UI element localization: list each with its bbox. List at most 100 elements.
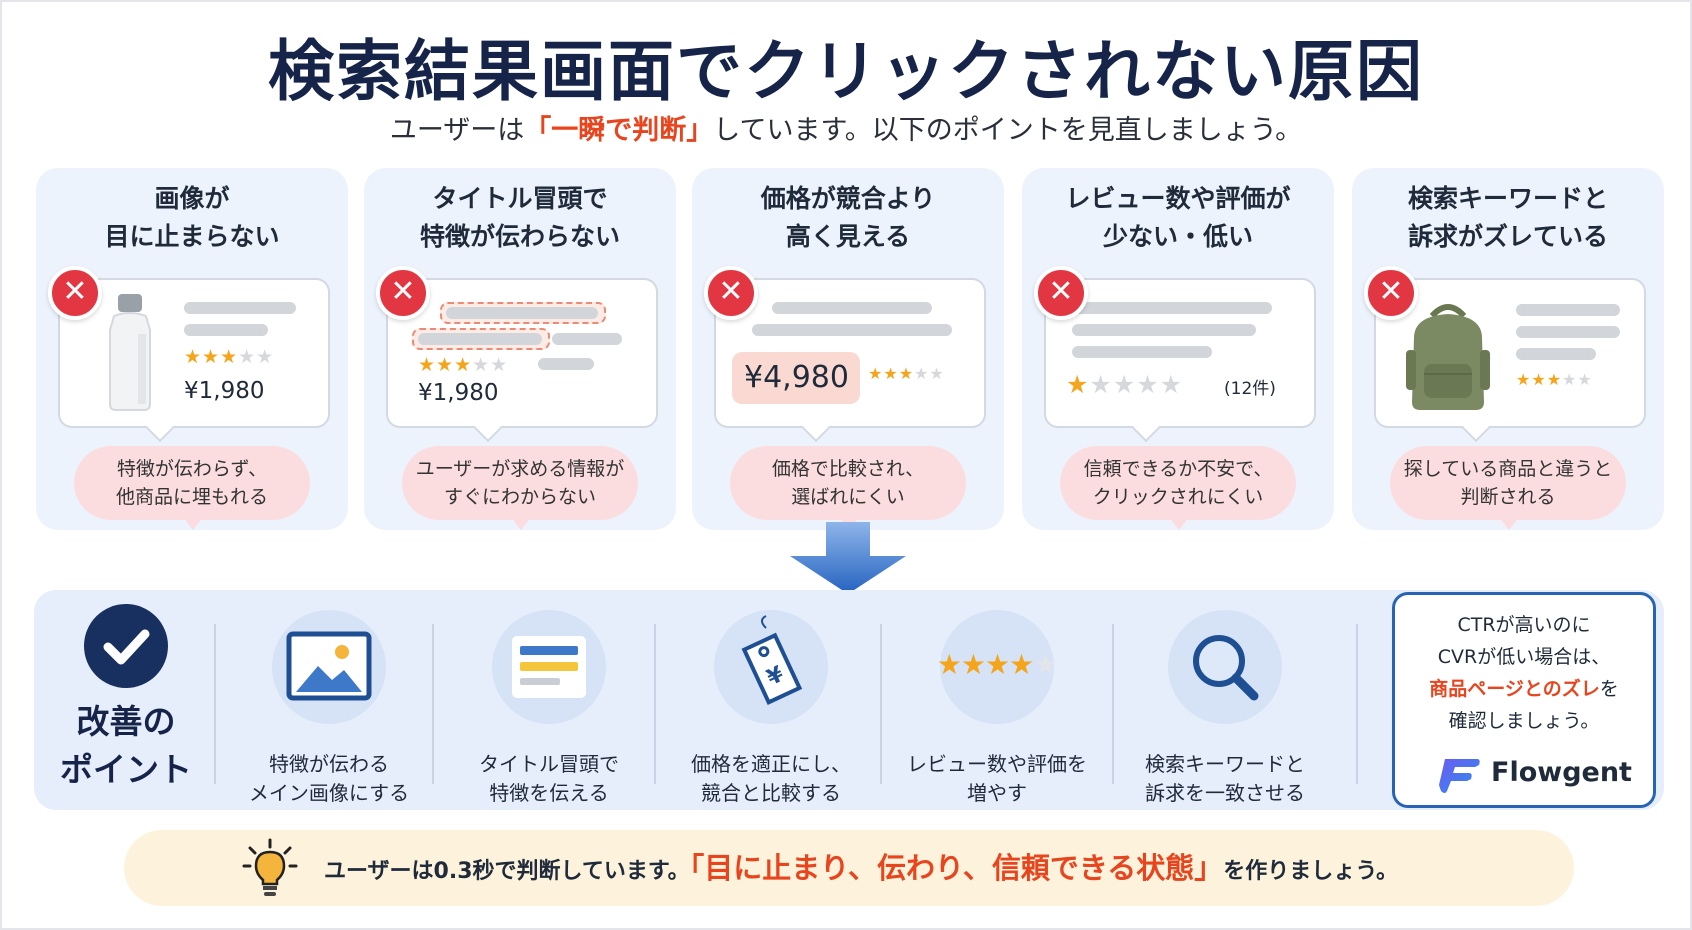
brand-logo: Flowgent xyxy=(1435,755,1635,795)
subtitle-after: しています。以下のポイントを見直しましょう。 xyxy=(713,115,1303,146)
bubble-line: 信頼できるか不安で、 xyxy=(1083,458,1273,480)
note-line: CVRが低い場合は、 xyxy=(1437,646,1611,668)
improvement-heading-line: 改善の xyxy=(76,702,176,741)
text-placeholder xyxy=(538,358,594,370)
card-title: 価格が競合より 高く見える xyxy=(692,180,1004,256)
improvement-item-line: 競合と比較する xyxy=(701,781,841,805)
close-icon: ✕ xyxy=(376,266,430,320)
mock-pointer xyxy=(473,413,503,443)
bubble-line: 価格で比較され、 xyxy=(771,458,925,480)
subtitle-before: ユーザーは xyxy=(389,115,525,146)
text-placeholder xyxy=(184,302,296,314)
card-title: レビュー数や評価が 少ない・低い xyxy=(1022,180,1334,256)
cause-card-keyword: 検索キーワードと 訴求がズレている ★★★★★ ✕ 探している商品と違うと 判断… xyxy=(1352,168,1664,530)
footer-highlight: 「目に止まり、伝わり、信頼できる状態」 xyxy=(689,851,1224,885)
mock-pointer xyxy=(1461,413,1491,443)
star-rating: ★★★★★ xyxy=(418,354,509,376)
close-icon: ✕ xyxy=(1364,266,1418,320)
price-text: ¥1,980 xyxy=(418,380,499,406)
card-title-line: レビュー数や評価が xyxy=(1065,184,1291,213)
note-line: CTRが高いのに xyxy=(1457,614,1591,636)
bubble-pointer xyxy=(182,516,204,530)
divider xyxy=(432,624,434,784)
bubble-line: クリックされにくい xyxy=(1092,486,1264,508)
divider xyxy=(1112,624,1114,784)
star-rating: ★★★★★ xyxy=(1066,370,1184,399)
improvement-heading-line: ポイント xyxy=(60,750,192,789)
brand-name: Flowgent xyxy=(1491,757,1632,788)
improvement-item-label: 検索キーワードと 訴求を一致させる xyxy=(1120,750,1330,808)
card-title-line: 目に止まらない xyxy=(104,222,280,251)
card-title: タイトル冒頭で 特徴が伝わらない xyxy=(364,180,676,256)
improvement-item-line: 訴求を一致させる xyxy=(1145,781,1305,805)
improvement-item-label: タイトル冒頭で 特徴を伝える xyxy=(444,750,654,808)
card-title-line: 少ない・低い xyxy=(1102,222,1253,251)
mock-pointer xyxy=(801,413,831,443)
price-text: ¥4,980 xyxy=(744,360,849,395)
improvement-item-line: 検索キーワードと xyxy=(1145,752,1305,776)
search-result-mock: ★★★★★ xyxy=(1374,278,1646,443)
improvement-item-line: 価格を適正にし、 xyxy=(691,752,851,776)
star-rating: ★★★★★ xyxy=(1516,370,1593,389)
footer-after: を作りましょう。 xyxy=(1223,859,1398,884)
footer-before: ユーザーは0.3秒で判断しています。 xyxy=(324,859,690,884)
review-count: (12件) xyxy=(1224,379,1276,399)
card-title-line: 検索キーワードと xyxy=(1407,184,1608,213)
cause-card-price: 価格が競合より 高く見える ¥4,980 ★★★★★ ✕ 価格で比較され、 選ば… xyxy=(692,168,1004,530)
text-placeholder xyxy=(1516,304,1620,316)
text-placeholder xyxy=(184,324,268,336)
text-placeholder xyxy=(552,333,622,345)
improvement-item-line: 増やす xyxy=(967,781,1027,805)
note-line: 確認しましょう。 xyxy=(1448,710,1600,732)
card-title-line: 訴求がズレている xyxy=(1407,222,1608,251)
cause-bubble: 信頼できるか不安で、 クリックされにくい xyxy=(1060,446,1296,520)
cause-card-image: 画像が 目に止まらない ★★★★★ ¥1,980 ✕ 特徴が伝わらず、 他商品に… xyxy=(36,168,348,530)
check-icon xyxy=(84,604,168,688)
note-highlight: 商品ページとのズレ xyxy=(1429,678,1600,700)
note-text: CTRが高いのに CVRが低い場合は、 商品ページとのズレを 確認しましょう。 xyxy=(1395,609,1653,737)
text-placeholder xyxy=(1072,302,1272,314)
text-placeholder xyxy=(1072,346,1212,358)
flowgent-logo-icon xyxy=(1439,759,1480,793)
lightbulb-icon xyxy=(242,838,298,896)
improvement-heading: 改善の ポイント xyxy=(46,698,206,794)
yen-price-tag-icon: ¥ xyxy=(714,610,828,724)
image-icon xyxy=(272,610,386,724)
star-rating: ★★★★★ xyxy=(868,364,945,383)
note-line-after: を xyxy=(1599,678,1619,700)
title-bar-icon xyxy=(492,610,606,724)
card-title-line: 価格が競合より xyxy=(760,184,936,213)
bubble-line: 判断される xyxy=(1460,486,1556,508)
bubble-line: 特徴が伝わらず、 xyxy=(116,458,268,480)
backpack-icon xyxy=(1406,304,1490,410)
close-icon: ✕ xyxy=(48,266,102,320)
improvement-item-line: 特徴が伝わる xyxy=(269,752,389,776)
improvement-item-line: 特徴を伝える xyxy=(489,781,609,805)
cause-bubble: 探している商品と違うと 判断される xyxy=(1390,446,1626,520)
text-placeholder xyxy=(1516,326,1620,338)
card-title-line: 画像が xyxy=(154,184,230,213)
text-placeholder xyxy=(772,302,932,314)
magnifier-icon xyxy=(1168,610,1282,724)
arrow-down-icon xyxy=(790,522,906,594)
divider xyxy=(214,624,216,784)
bubble-line: 選ばれにくい xyxy=(791,486,905,508)
star-rating: ★★★★★ xyxy=(184,346,275,368)
divider xyxy=(654,624,656,784)
bottle-icon xyxy=(109,294,151,411)
ctr-cvr-note: CTRが高いのに CVRが低い場合は、 商品ページとのズレを 確認しましょう。 … xyxy=(1392,592,1656,808)
improvement-item-label: レビュー数や評価を 増やす xyxy=(892,750,1102,808)
divider xyxy=(880,624,882,784)
subtitle: ユーザーは「一瞬で判断」しています。以下のポイントを見直しましょう。 xyxy=(0,108,1692,147)
footer-text: ユーザーは0.3秒で判断しています。「目に止まり、伝わり、信頼できる状態」を作り… xyxy=(324,830,1524,906)
cause-card-review: レビュー数や評価が 少ない・低い ★★★★★ (12件) ✕ 信頼できるか不安で… xyxy=(1022,168,1334,530)
text-placeholder xyxy=(446,307,598,319)
text-placeholder xyxy=(1516,348,1596,360)
bubble-line: ユーザーが求める情報が xyxy=(415,458,625,480)
close-icon: ✕ xyxy=(704,266,758,320)
note-line: 商品ページとのズレを xyxy=(1395,673,1653,705)
bubble-pointer xyxy=(1168,516,1190,530)
improvement-item-line: タイトル冒頭で xyxy=(479,752,619,776)
cause-bubble: 特徴が伝わらず、 他商品に埋もれる xyxy=(74,446,310,520)
bubble-line: 他商品に埋もれる xyxy=(115,486,268,508)
